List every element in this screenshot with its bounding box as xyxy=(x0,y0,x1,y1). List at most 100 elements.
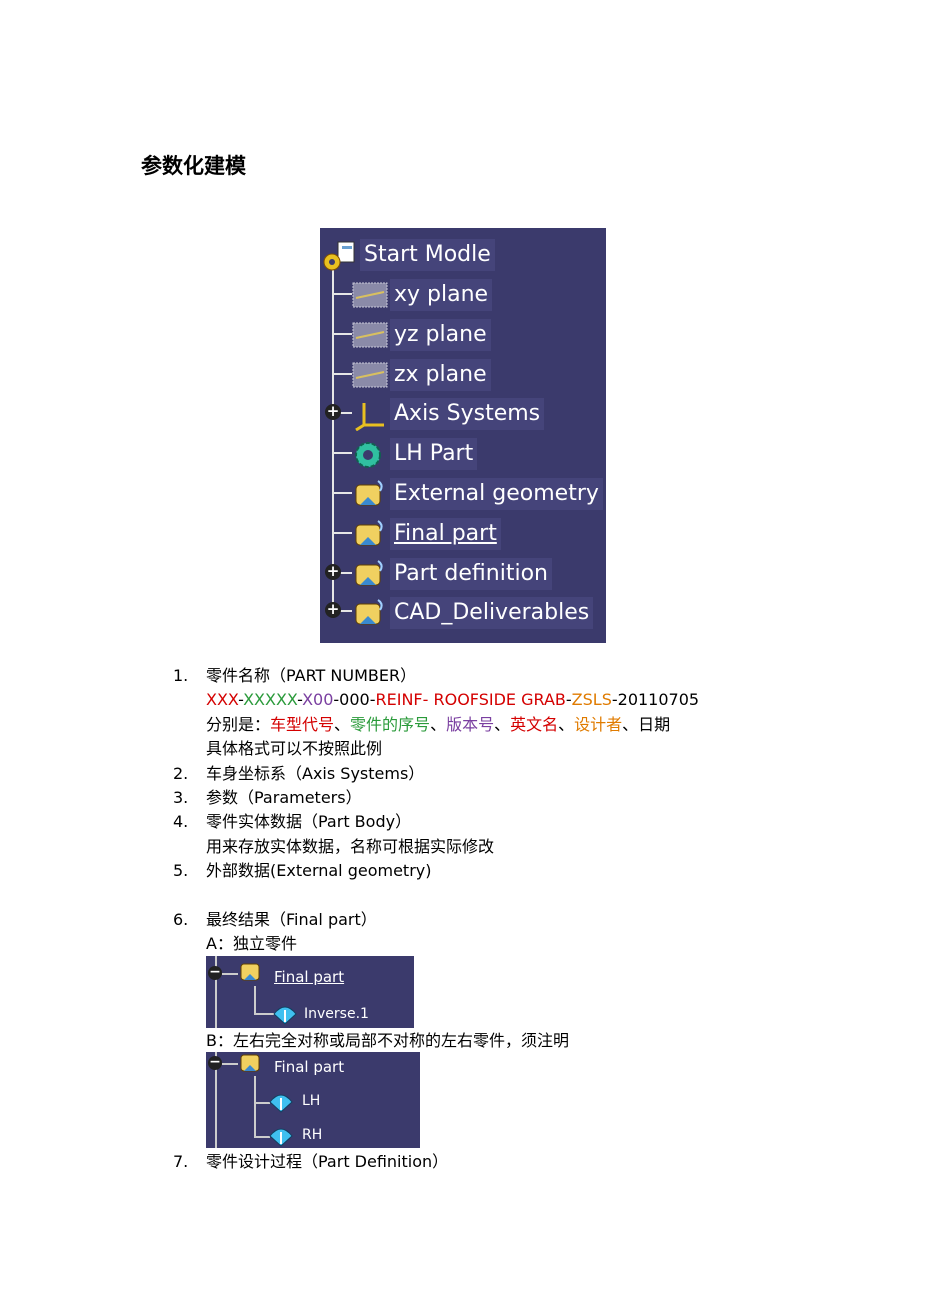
tree-branch-line xyxy=(332,293,352,295)
part-number-example: XXX-XXXXX-X00-000-REINF- ROOFSIDE GRAB-Z… xyxy=(173,688,793,712)
mini-tree-b: − Final part LH RH xyxy=(206,1052,420,1148)
tree-node-external-geometry[interactable]: External geometry xyxy=(352,477,603,511)
list-text: 零件实体数据（Part Body） xyxy=(206,812,412,832)
code-separator: - xyxy=(297,690,303,710)
subitem-text: A：独立零件 xyxy=(206,934,297,954)
list-number: 4. xyxy=(173,812,189,832)
geometrical-set-icon xyxy=(352,519,386,549)
code-separator: - xyxy=(565,690,572,710)
list-subitem-a: A：独立零件 xyxy=(173,932,793,956)
tree-label: yz plane xyxy=(390,319,491,351)
code-separator: -000- xyxy=(333,690,376,710)
part-icon xyxy=(322,240,356,271)
expand-icon[interactable]: + xyxy=(325,562,341,580)
list-text: 参数（Parameters） xyxy=(206,787,362,807)
code-separator: - xyxy=(238,690,244,710)
desc-prefix: 分别是： xyxy=(206,714,271,734)
tree-node-final-part[interactable]: Final part xyxy=(352,517,501,551)
code-segment: XXX xyxy=(206,690,239,710)
tree-branch-line xyxy=(332,373,352,375)
tree-branch-line xyxy=(332,333,352,335)
desc-separator: 、 xyxy=(494,714,511,734)
part-number-description: 分别是：车型代号、零件的序号、版本号、英文名、设计者、日期 xyxy=(173,713,793,737)
desc-term: 版本号 xyxy=(446,714,495,734)
tree-node-lh-part[interactable]: LH Part xyxy=(352,437,478,471)
tree-label: zx plane xyxy=(390,359,491,391)
tree-node-part-definition[interactable]: Part definition xyxy=(352,557,552,591)
code-segment: REINF- ROOFSIDE GRAB xyxy=(375,690,566,710)
tree-branch-line xyxy=(332,492,352,494)
tree-label: Axis Systems xyxy=(390,398,545,430)
tree-label: Final part xyxy=(274,1058,345,1076)
list-number: 6. xyxy=(173,909,189,929)
list-number: 1. xyxy=(173,666,189,685)
description-text: 分别是：车型代号、零件的序号、版本号、英文名、设计者、日期 xyxy=(206,713,670,737)
geometrical-set-icon xyxy=(240,1054,260,1072)
part-number-code: XXX-XXXXX-X00-000-REINF- ROOFSIDE GRAB-Z… xyxy=(206,688,699,712)
tree-label: Final part xyxy=(274,968,345,986)
tree-branch-line xyxy=(332,452,352,454)
axis-system-icon xyxy=(352,399,386,432)
tree-label: LH Part xyxy=(390,438,478,470)
geometrical-set-icon xyxy=(352,559,386,589)
desc-separator: 、 xyxy=(558,714,575,734)
list-item-1: 1. 零件名称（PART NUMBER） xyxy=(173,664,793,688)
numbered-list: 1. 零件名称（PART NUMBER） XXX-XXXXX-X00-000-R… xyxy=(173,664,793,957)
tree-branch-line xyxy=(332,610,352,612)
tree-node-xy-plane[interactable]: xy plane xyxy=(352,278,493,312)
tree-label: Part definition xyxy=(390,558,552,590)
list-text: 零件名称（PART NUMBER） xyxy=(206,666,417,685)
blank-row xyxy=(173,884,793,908)
page-title: 参数化建模 xyxy=(141,154,246,178)
note-text: 具体格式可以不按照此例 xyxy=(206,739,383,759)
tree-label: Inverse.1 xyxy=(304,1006,369,1022)
surface-icon xyxy=(273,1006,297,1025)
list-text: 车身坐标系（Axis Systems） xyxy=(206,763,425,783)
list-item-3: 3. 参数（Parameters） xyxy=(173,786,793,810)
code-separator: -20110705 xyxy=(611,690,700,710)
plane-icon xyxy=(352,320,388,350)
tree-node-zx-plane[interactable]: zx plane xyxy=(352,358,491,392)
tree-label: RH xyxy=(302,1127,323,1143)
desc-separator: 、 xyxy=(334,714,351,734)
list-item-2: 2. 车身坐标系（Axis Systems） xyxy=(173,762,793,786)
list-item-5: 5. 外部数据(External geometry) xyxy=(173,859,793,883)
list-text: 最终结果（Final part） xyxy=(206,909,377,929)
desc-term: 设计者 xyxy=(574,714,623,734)
tree-node-axis-systems[interactable]: Axis Systems xyxy=(352,397,545,432)
list-number: 7. xyxy=(173,1152,189,1171)
list-text: 外部数据(External geometry) xyxy=(206,861,432,881)
plane-icon xyxy=(352,280,388,310)
expand-icon[interactable]: + xyxy=(325,600,341,618)
geometrical-set-icon xyxy=(352,479,386,509)
collapse-icon[interactable]: − xyxy=(208,964,222,980)
list-number: 5. xyxy=(173,861,189,881)
code-segment: ZSLS xyxy=(571,690,612,710)
tree-label: Start Modle xyxy=(360,239,495,271)
tree-branch-line xyxy=(332,412,352,414)
geometrical-set-icon xyxy=(240,963,260,981)
list-note: 用来存放实体数据，名称可根据实际修改 xyxy=(173,835,793,859)
tree-trunk-line xyxy=(332,268,334,608)
subitem-text: B：左右完全对称或局部不对称的左右零件，须注明 xyxy=(206,1031,569,1050)
code-segment: X00 xyxy=(302,690,334,710)
desc-term: 车型代号 xyxy=(270,714,335,734)
list-item-6: 6. 最终结果（Final part） xyxy=(173,908,793,932)
tree-branch-line xyxy=(332,572,352,574)
collapse-icon[interactable]: − xyxy=(208,1054,222,1070)
tree-label: LH xyxy=(302,1093,321,1109)
gear-icon xyxy=(352,439,386,469)
tree-node-yz-plane[interactable]: yz plane xyxy=(352,318,491,352)
list-number: 2. xyxy=(173,763,189,783)
tree-node-cad-deliverables[interactable]: CAD_Deliverables xyxy=(352,596,594,630)
expand-icon[interactable]: + xyxy=(325,402,341,420)
tree-branch-line xyxy=(254,1102,270,1104)
tree-node-root[interactable]: Start Modle xyxy=(322,238,495,272)
mini-tree-a: − Final part Inverse.1 xyxy=(206,956,414,1028)
tree-trunk-line xyxy=(215,956,217,1028)
tree-branch-line xyxy=(222,1063,238,1065)
desc-term: 英文名 xyxy=(510,714,559,734)
desc-term: 零件的序号 xyxy=(350,714,431,734)
tree-label: External geometry xyxy=(390,478,603,510)
desc-term: 日期 xyxy=(638,714,671,734)
